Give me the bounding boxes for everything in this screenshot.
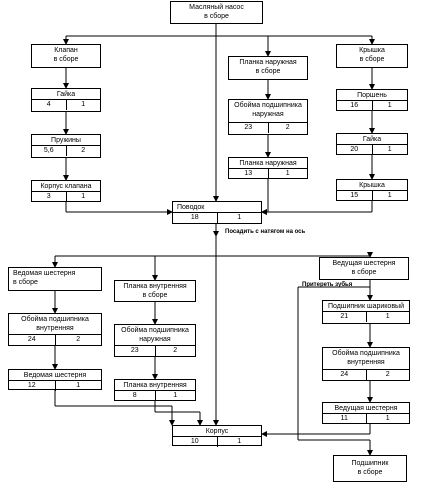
part-drive-gear-code: 11 [340,415,348,422]
part-valve-body-title: Корпус клапана [40,183,92,190]
part-bearing-assembly: Подшипник в сборе [333,455,407,482]
part-valve-assembly-title: Клапан в сборе [53,47,79,63]
part-cover-title: Крышка [359,182,385,189]
part-inner-plate-assembly: Планка внутренняя в сборе [114,280,196,302]
part-outer-plate-title: Планка наружная [239,160,297,167]
part-housing: Корпус 10 1 [172,425,262,447]
part-valve-body-qty: 1 [65,192,101,202]
part-inner-bearing-sleeve: Обойма подшипника внутренняя 24 2 [8,313,102,346]
part-ball-bearing-qty: 1 [365,312,410,322]
part-outer-plate-code: 13 [244,170,253,177]
part-outer-plate-assembly: Планка наружная в сборе [228,56,308,80]
part-drive-gear-title: Ведущая шестерня [334,405,398,412]
part-outer-bearing-sleeve-qty: 2 [267,123,308,133]
part-ball-bearing-title: Подшипник шариковый [328,303,404,310]
part-leash-code: 18 [190,214,199,221]
part-nut-1: Гайка 4 1 [31,88,101,112]
part-springs: Пружины 5,6 2 [31,134,101,158]
part-nut-2: Гайка 20 1 [336,133,408,155]
part-drive-gear-qty: 1 [365,414,410,424]
lap-teeth-note: Притереть зубья [302,282,353,288]
part-inner-bearing-sleeve-qty: 2 [54,335,102,345]
part-ball-bearing-code: 21 [340,313,349,320]
part-outer-plate: Планка наружная 13 1 [228,157,308,179]
part-cover-assembly: Крышка в сборе [336,44,408,68]
part-outer-plate-qty: 1 [267,169,308,179]
part-nut-1-qty: 1 [65,100,101,110]
part-drive-gear-assembly-title: Ведущая шестерня в сборе [332,260,396,276]
part-outer-plate-assembly-title: Планка наружная в сборе [239,59,297,75]
part-nut-2-code: 20 [350,146,359,153]
part-driven-gear-assembly: Ведомая шестерня в сборе [8,267,102,291]
part-nut-2-title: Гайка [362,136,382,143]
part-piston-title: Поршень [357,92,387,99]
part-bearing-assembly-title: Подшипник в сборе [351,460,389,476]
part-inner-bearing-sleeve-2-title: Обойма подшипника внутренняя [332,350,400,366]
part-inner-bearing-sleeve-title: Обойма подшипника внутренняя [21,316,89,332]
part-pump-assembly: Масляный насос в сборе [170,1,263,24]
part-housing-code: 10 [190,438,199,445]
part-inner-bearing-sleeve-code: 24 [27,336,36,343]
part-leash: Поводок 18 1 [172,201,262,224]
part-leash-qty: 1 [216,213,262,223]
part-inner-bearing-sleeve-2: Обойма подшипника внутренняя 24 2 [322,347,410,381]
part-outer-bearing-sleeve-2-code: 23 [130,347,139,354]
part-valve-body: Корпус клапана 3 1 [31,180,101,202]
part-outer-bearing-sleeve-2: Обойма подшипника наружная 23 2 [114,324,196,357]
part-ball-bearing: Подшипник шариковый 21 1 [322,300,410,324]
part-cover-code: 15 [350,192,359,199]
part-inner-plate-title: Планка внутренняя [123,382,187,389]
part-piston-qty: 1 [371,101,408,111]
part-cover-qty: 1 [371,191,408,201]
part-housing-qty: 1 [216,437,262,447]
part-piston-code: 16 [350,102,359,109]
part-driven-gear-assembly-title: Ведомая шестерня в сборе [13,270,76,286]
part-leash-title: Поводок [177,204,205,211]
part-pump-assembly-title: Масляный насос в сборе [189,4,244,20]
part-outer-bearing-sleeve: Обойма подшипника наружная 23 2 [228,99,308,135]
part-inner-plate-code: 8 [132,392,137,399]
press-fit-note: Посадить с натягом на ось [225,229,306,235]
part-valve-body-code: 3 [46,193,51,200]
part-springs-title: Пружины [51,137,81,144]
part-outer-bearing-sleeve-title: Обойма подшипника наружная [234,102,302,118]
part-inner-plate-qty: 1 [154,391,196,401]
part-springs-code: 5,6 [43,147,54,154]
part-cover-assembly-title: Крышка в сборе [359,47,385,63]
part-inner-bearing-sleeve-2-qty: 2 [365,370,410,380]
part-nut-1-title: Гайка [56,91,76,98]
part-cover: Крышка 15 1 [336,179,408,201]
part-nut-2-qty: 1 [371,145,408,155]
part-housing-title: Корпус [205,428,229,435]
part-driven-gear-qty: 1 [54,381,102,391]
part-drive-gear-assembly: Ведущая шестерня в сборе [319,257,409,280]
part-springs-qty: 2 [65,146,101,156]
part-outer-bearing-sleeve-code: 23 [244,124,253,131]
part-inner-plate-assembly-title: Планка внутренняя в сборе [123,283,187,299]
part-nut-1-code: 4 [46,101,51,108]
part-outer-bearing-sleeve-2-title: Обойма подшипника наружная [121,327,189,343]
part-driven-gear-title: Ведомая шестерня [23,372,87,379]
part-outer-bearing-sleeve-2-qty: 2 [154,346,196,356]
part-driven-gear-code: 12 [27,382,36,389]
part-inner-bearing-sleeve-2-code: 24 [340,371,349,378]
part-inner-plate: Планка внутренняя 8 1 [114,379,196,401]
part-driven-gear: Ведомая шестерня 12 1 [8,369,102,391]
part-piston: Поршень 16 1 [336,89,408,111]
part-valve-assembly: Клапан в сборе [31,44,101,68]
